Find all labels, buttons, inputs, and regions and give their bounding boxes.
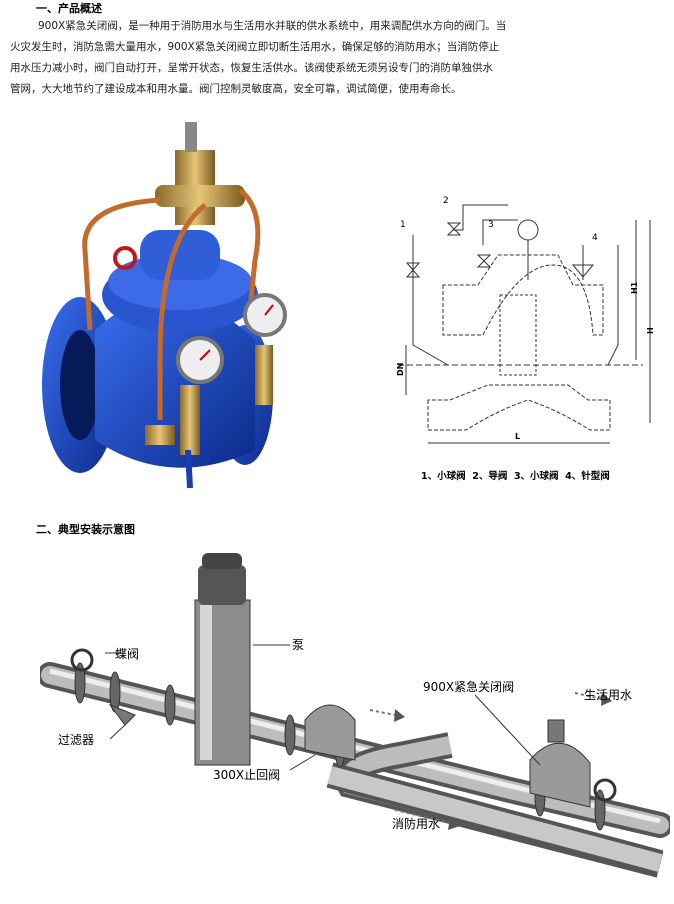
diagram-label-h: H [646,327,655,334]
label-domestic-water: 生活用水 [584,688,633,702]
section2-heading: 二、典型安装示意图 [36,523,135,536]
valve-diagram: 1 2 3 4 DN H1 H L [396,196,655,444]
overview-line-1: 900X紧急关闭阀，是一种用于消防用水与生活用水并联的供水系统中，用来调配供水方… [38,20,507,32]
diagram-caption: 1、小球阀 2、导阀 3、小球阀 4、针型阀 [421,471,610,482]
diagram-label-dn: DN [396,363,405,376]
diagram-label-4: 4 [592,233,598,243]
diagram-label-2: 2 [443,196,449,206]
overview-line-2: 火灾发生时，消防急需大量用水，900X紧急关闭阀立即切断生活用水，确保足够的消防… [10,41,500,53]
diagram-label-3: 3 [488,220,494,230]
overview-line-4: 管网，大大地节约了建设成本和用水量。阀门控制灵敏度高，安全可靠，调试简便，使用寿… [10,83,462,95]
label-fire-water: 消防用水 [392,817,441,831]
valve-photo [42,122,287,489]
label-emergency-valve: 900X紧急关闭阀 [423,680,515,694]
overview-line-3: 用水压力减小时，阀门自动打开，呈常开状态，恢复生活供水。该阀使系统无须另设专门的… [10,62,493,74]
overview-paragraph: 900X紧急关闭阀，是一种用于消防用水与生活用水并联的供水系统中，用来调配供水方… [10,16,570,100]
label-filter: 过滤器 [58,733,95,747]
diagram-label-1: 1 [400,220,406,230]
label-butterfly-valve: 蝶阀 [115,647,140,661]
diagram-label-h1: H1 [630,281,639,294]
section1-heading: 一、产品概述 [36,2,102,15]
label-pump: 泵 [292,638,305,652]
diagram-label-l: L [515,432,520,441]
label-check-valve: 300X止回阀 [213,768,281,782]
installation-diagram [40,553,670,878]
